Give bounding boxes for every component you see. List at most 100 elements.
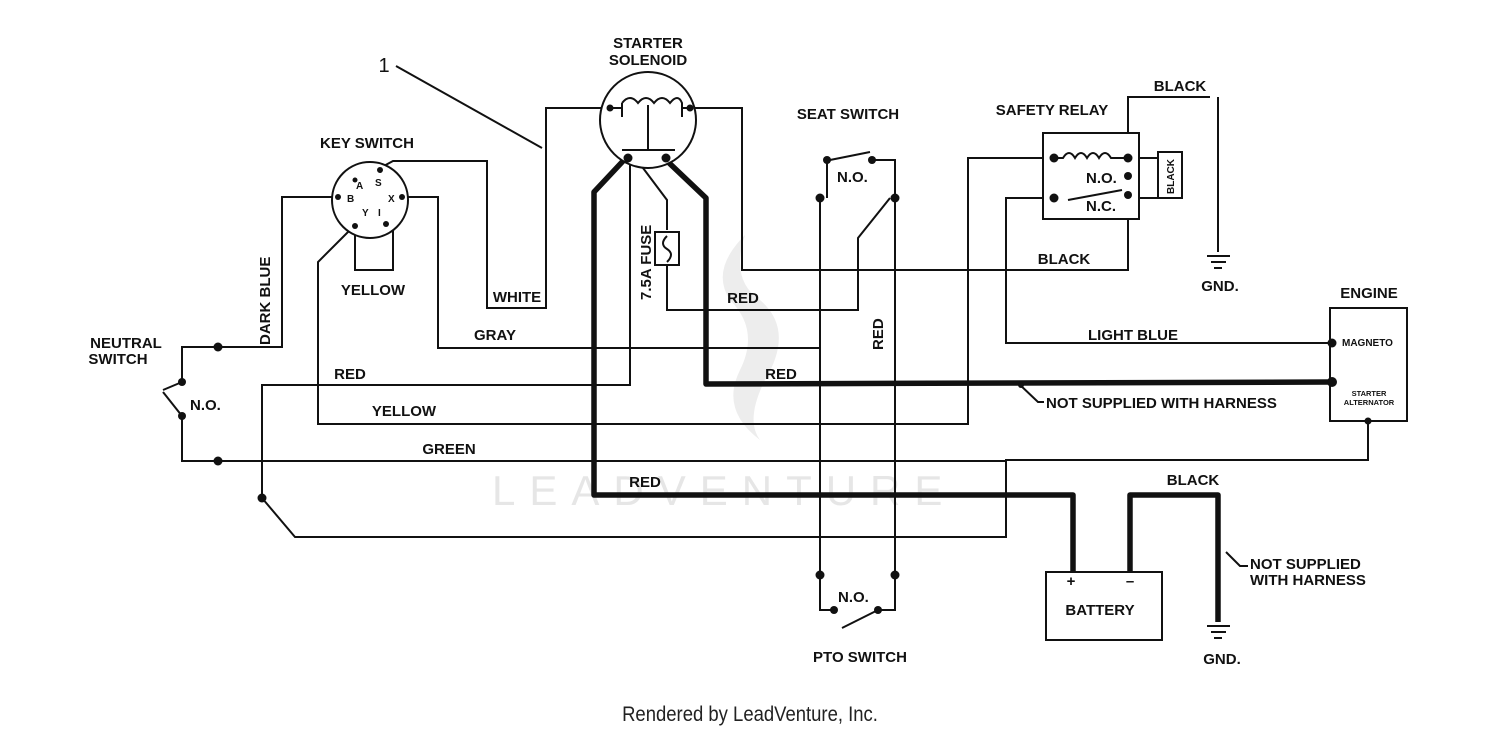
relay-body xyxy=(1042,132,1140,220)
key-switch-label: KEY SWITCH xyxy=(320,135,414,152)
wire-yellow-loop xyxy=(354,228,394,271)
key-switch: KEY SWITCH A S B X Y I xyxy=(320,135,414,239)
alternator-label: ALTERNATOR xyxy=(1344,398,1395,407)
pto-switch-label: PTO SWITCH xyxy=(813,649,907,666)
label-white: WHITE xyxy=(493,289,541,306)
terminal-y: Y xyxy=(362,208,369,219)
pto-left-lead xyxy=(819,575,834,611)
battery-neg: – xyxy=(1126,573,1134,590)
wire-red-lower xyxy=(261,460,1007,538)
solenoid-contacts xyxy=(622,105,675,151)
relay-no: N.O. xyxy=(1086,170,1117,187)
neutral-switch-label-1: NEUTRAL xyxy=(90,335,162,352)
label-black-top: BLACK xyxy=(1154,78,1207,95)
wire-yellow xyxy=(317,157,1050,425)
thin-wires xyxy=(162,65,1369,629)
gnd-top-label: GND. xyxy=(1201,278,1239,295)
fuse-body xyxy=(654,231,680,266)
neutral-arm xyxy=(162,391,183,417)
engine: ENGINE MAGNETO STARTER ALTERNATOR xyxy=(1327,285,1408,425)
wire-white xyxy=(379,107,606,309)
pto-no: N.O. xyxy=(838,589,869,606)
label-green: GREEN xyxy=(422,441,475,458)
leader-not-supplied-2 xyxy=(1225,551,1248,567)
gnd-bottom-label: GND. xyxy=(1203,651,1241,668)
wire-labels: YELLOW WHITE GRAY RED YELLOW GREEN RED R… xyxy=(257,78,1366,589)
wire-black-top xyxy=(1127,96,1210,158)
magneto-label: MAGNETO xyxy=(1342,338,1393,349)
wire-green xyxy=(181,416,1369,462)
callout-leader xyxy=(395,65,543,149)
cable-black-battery xyxy=(1127,492,1221,622)
ground-bottom: GND. xyxy=(1203,625,1241,668)
seat-switch-no: N.O. xyxy=(837,169,868,186)
terminal-a: A xyxy=(356,181,363,192)
starter-label: STARTER xyxy=(1352,389,1387,398)
label-red-starter: RED xyxy=(765,366,797,383)
label-dark-blue: DARK BLUE xyxy=(257,257,274,345)
label-gray: GRAY xyxy=(474,327,516,344)
label-yellow: YELLOW xyxy=(372,403,437,420)
relay-nc: N.C. xyxy=(1086,198,1116,215)
ground-icon-2 xyxy=(1207,625,1230,639)
engine-label: ENGINE xyxy=(1340,285,1398,302)
watermark: LEADVENTURE xyxy=(492,467,956,514)
pto-right-lead xyxy=(878,575,896,611)
label-yellow-loop: YELLOW xyxy=(341,282,406,299)
seat-switch-label: SEAT SWITCH xyxy=(797,106,899,123)
fuse-label: 7.5A FUSE xyxy=(638,225,655,300)
relay-black-jumper xyxy=(1157,151,1183,199)
cable-red-battery xyxy=(591,158,1076,572)
battery-pos: + xyxy=(1067,573,1076,590)
engine-body xyxy=(1329,307,1408,422)
safety-relay-label: SAFETY RELAY xyxy=(996,102,1109,119)
key-switch-body xyxy=(331,161,409,239)
label-red-left: RED xyxy=(334,366,366,383)
terminal-i: I xyxy=(378,208,381,219)
label-red-bottom: RED xyxy=(629,474,661,491)
label-red-fuse: RED xyxy=(727,290,759,307)
seat-right-lead xyxy=(872,159,896,198)
solenoid-label-1: STARTER xyxy=(613,35,683,52)
thick-wires xyxy=(591,158,1333,622)
battery-body xyxy=(1045,571,1163,641)
battery-label: BATTERY xyxy=(1065,602,1134,619)
note-not-supplied: NOT SUPPLIED WITH HARNESS xyxy=(1046,395,1277,412)
seat-switch: SEAT SWITCH N.O. xyxy=(797,106,900,203)
neutral-switch-label-2: SWITCH xyxy=(88,351,147,368)
leader-not-supplied-1 xyxy=(1017,382,1044,403)
starter-solenoid: STARTER SOLENOID xyxy=(599,35,697,169)
label-black-battery: BLACK xyxy=(1167,472,1220,489)
terminal-s: S xyxy=(375,178,382,189)
pto-arm xyxy=(841,609,879,629)
neutral-no: N.O. xyxy=(190,397,221,414)
relay-coil-icon xyxy=(1058,152,1125,160)
relay-armature xyxy=(1067,189,1123,201)
wire-red-solenoid xyxy=(261,160,631,498)
relay-jumper-label: BLACK xyxy=(1166,158,1177,194)
solenoid-coil-icon xyxy=(621,97,683,117)
wire-red-fuse xyxy=(666,197,891,311)
footer-credit: Rendered by LeadVenture, Inc. xyxy=(622,703,878,726)
fuse-to-solenoid xyxy=(636,159,668,230)
watermark-flame-icon xyxy=(722,235,779,440)
neutral-top-lead xyxy=(181,346,218,382)
fuse: 7.5A FUSE xyxy=(638,225,680,300)
label-black-relay: BLACK xyxy=(1038,251,1091,268)
seat-arm xyxy=(829,151,871,161)
wire-black-relay xyxy=(690,107,1129,271)
note-not-supplied-2b: WITH HARNESS xyxy=(1250,572,1366,589)
safety-relay: SAFETY RELAY N.O. N.C. BLACK xyxy=(996,102,1183,220)
wire-dark-blue xyxy=(218,196,338,348)
terminal-b: B xyxy=(347,194,354,205)
neutral-switch: NEUTRAL SWITCH N.O. xyxy=(88,335,267,503)
terminal-x: X xyxy=(388,194,395,205)
note-not-supplied-2a: NOT SUPPLIED xyxy=(1250,556,1361,573)
wire-light-blue xyxy=(1005,197,1332,344)
solenoid-label-2: SOLENOID xyxy=(609,52,688,69)
label-red-seat: RED xyxy=(870,318,887,350)
callout-number: 1 xyxy=(378,55,389,77)
fuse-icon xyxy=(662,235,672,263)
label-light-blue: LIGHT BLUE xyxy=(1088,327,1178,344)
